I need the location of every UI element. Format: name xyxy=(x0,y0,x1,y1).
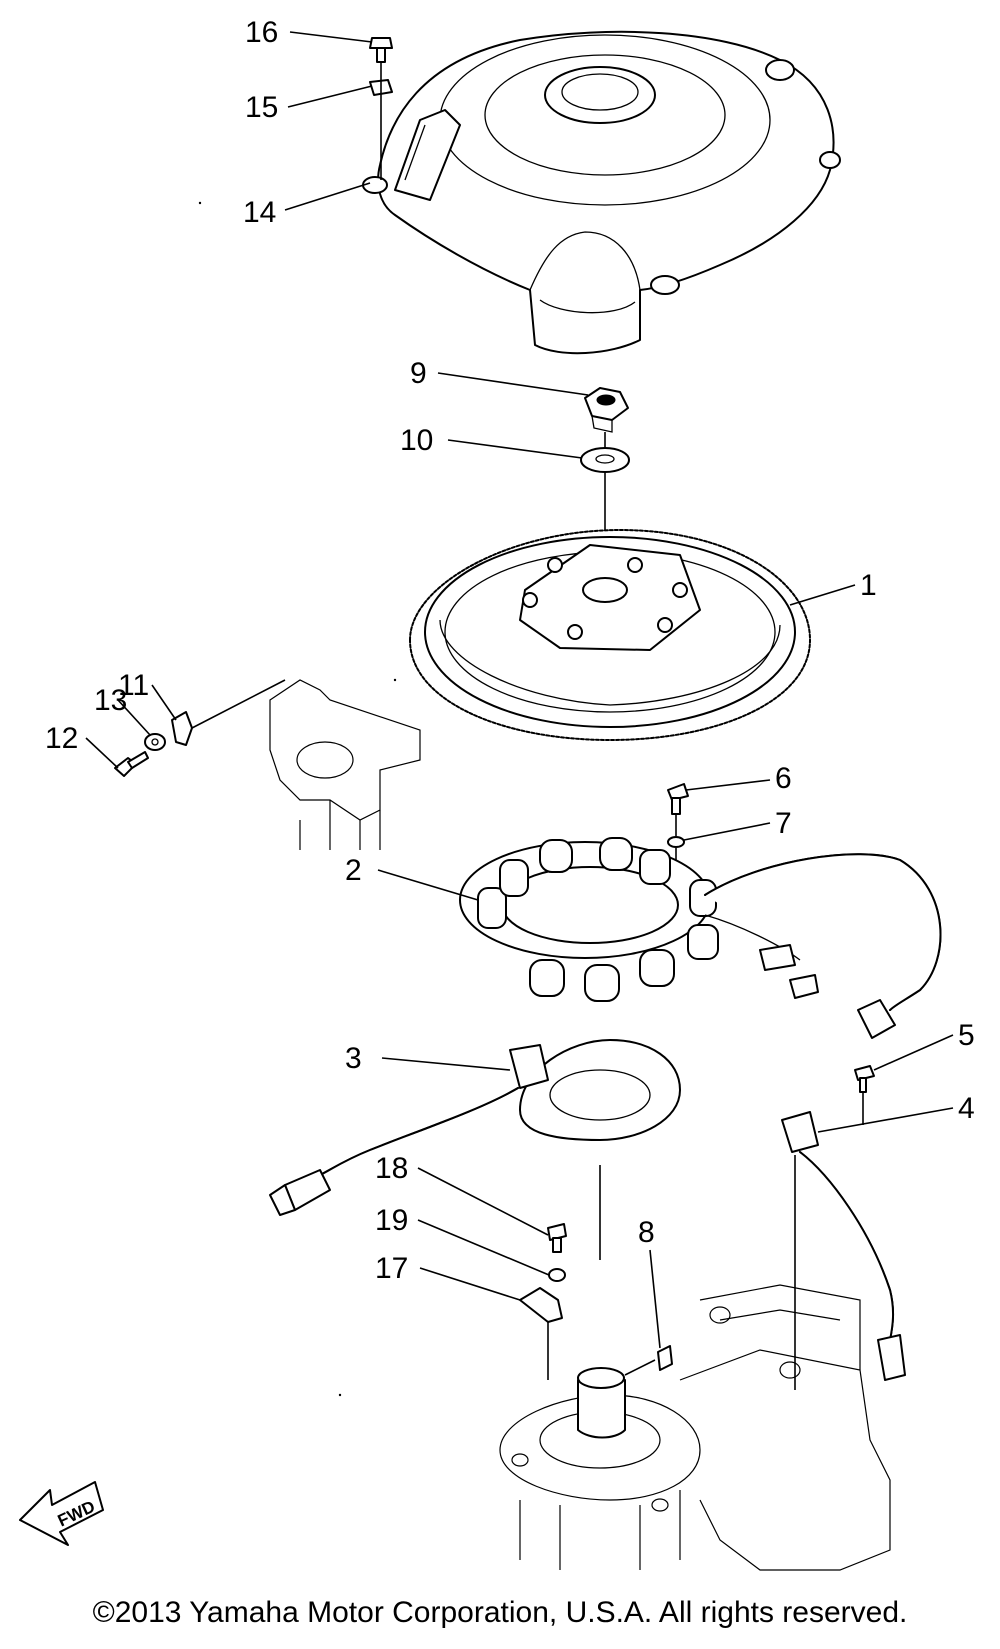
exploded-parts-diagram: FWD 16 15 14 9 10 1 11 13 12 6 7 2 xyxy=(19,16,975,1571)
bolt-18 xyxy=(547,1223,567,1253)
callout-17: 17 xyxy=(375,1252,408,1285)
callout-4: 4 xyxy=(958,1092,975,1125)
callout-13: 13 xyxy=(94,684,127,717)
callout-9: 9 xyxy=(410,357,427,390)
screw-5 xyxy=(854,1065,875,1093)
nut-9 xyxy=(584,387,629,433)
bracket-11 xyxy=(171,711,193,746)
washer-10 xyxy=(580,447,630,473)
clamp-17 xyxy=(519,1287,563,1323)
callout-2: 2 xyxy=(345,854,362,887)
pulser-coil xyxy=(269,1039,681,1216)
mounting-plate-ghost xyxy=(269,679,421,850)
callout-1: 1 xyxy=(860,569,877,602)
callout-16: 16 xyxy=(245,16,278,49)
callout-15: 15 xyxy=(245,91,278,124)
callout-5: 5 xyxy=(958,1019,975,1052)
crankcase-ghost xyxy=(499,1284,891,1571)
copyright-notice: ©2013 Yamaha Motor Corporation, U.S.A. A… xyxy=(92,1596,908,1629)
fwd-arrow-icon: FWD xyxy=(19,1481,104,1546)
stator-coil xyxy=(459,837,942,1039)
leader-lines xyxy=(85,31,954,1349)
callout-6: 6 xyxy=(775,762,792,795)
bolt-12 xyxy=(114,751,149,777)
key-8 xyxy=(657,1345,673,1371)
washer-7 xyxy=(667,836,685,848)
flywheel-rotor xyxy=(409,529,811,741)
callout-10: 10 xyxy=(400,424,433,457)
callout-12: 12 xyxy=(45,722,78,755)
washer-19 xyxy=(548,1268,566,1282)
connector-4 xyxy=(781,1111,906,1381)
flywheel-cover xyxy=(362,30,841,355)
callout-3: 3 xyxy=(345,1042,362,1075)
callout-19: 19 xyxy=(375,1204,408,1237)
bolt-6 xyxy=(667,783,689,815)
callout-18: 18 xyxy=(375,1152,408,1185)
callout-11: 11 xyxy=(118,669,149,702)
washer-13 xyxy=(144,733,166,751)
callout-7: 7 xyxy=(775,807,792,840)
callout-labels: 16 15 14 9 10 1 11 13 12 6 7 2 3 5 4 18 … xyxy=(45,16,975,1285)
bolt-16 xyxy=(369,37,393,63)
callout-8: 8 xyxy=(638,1216,655,1249)
callout-14: 14 xyxy=(243,196,276,229)
